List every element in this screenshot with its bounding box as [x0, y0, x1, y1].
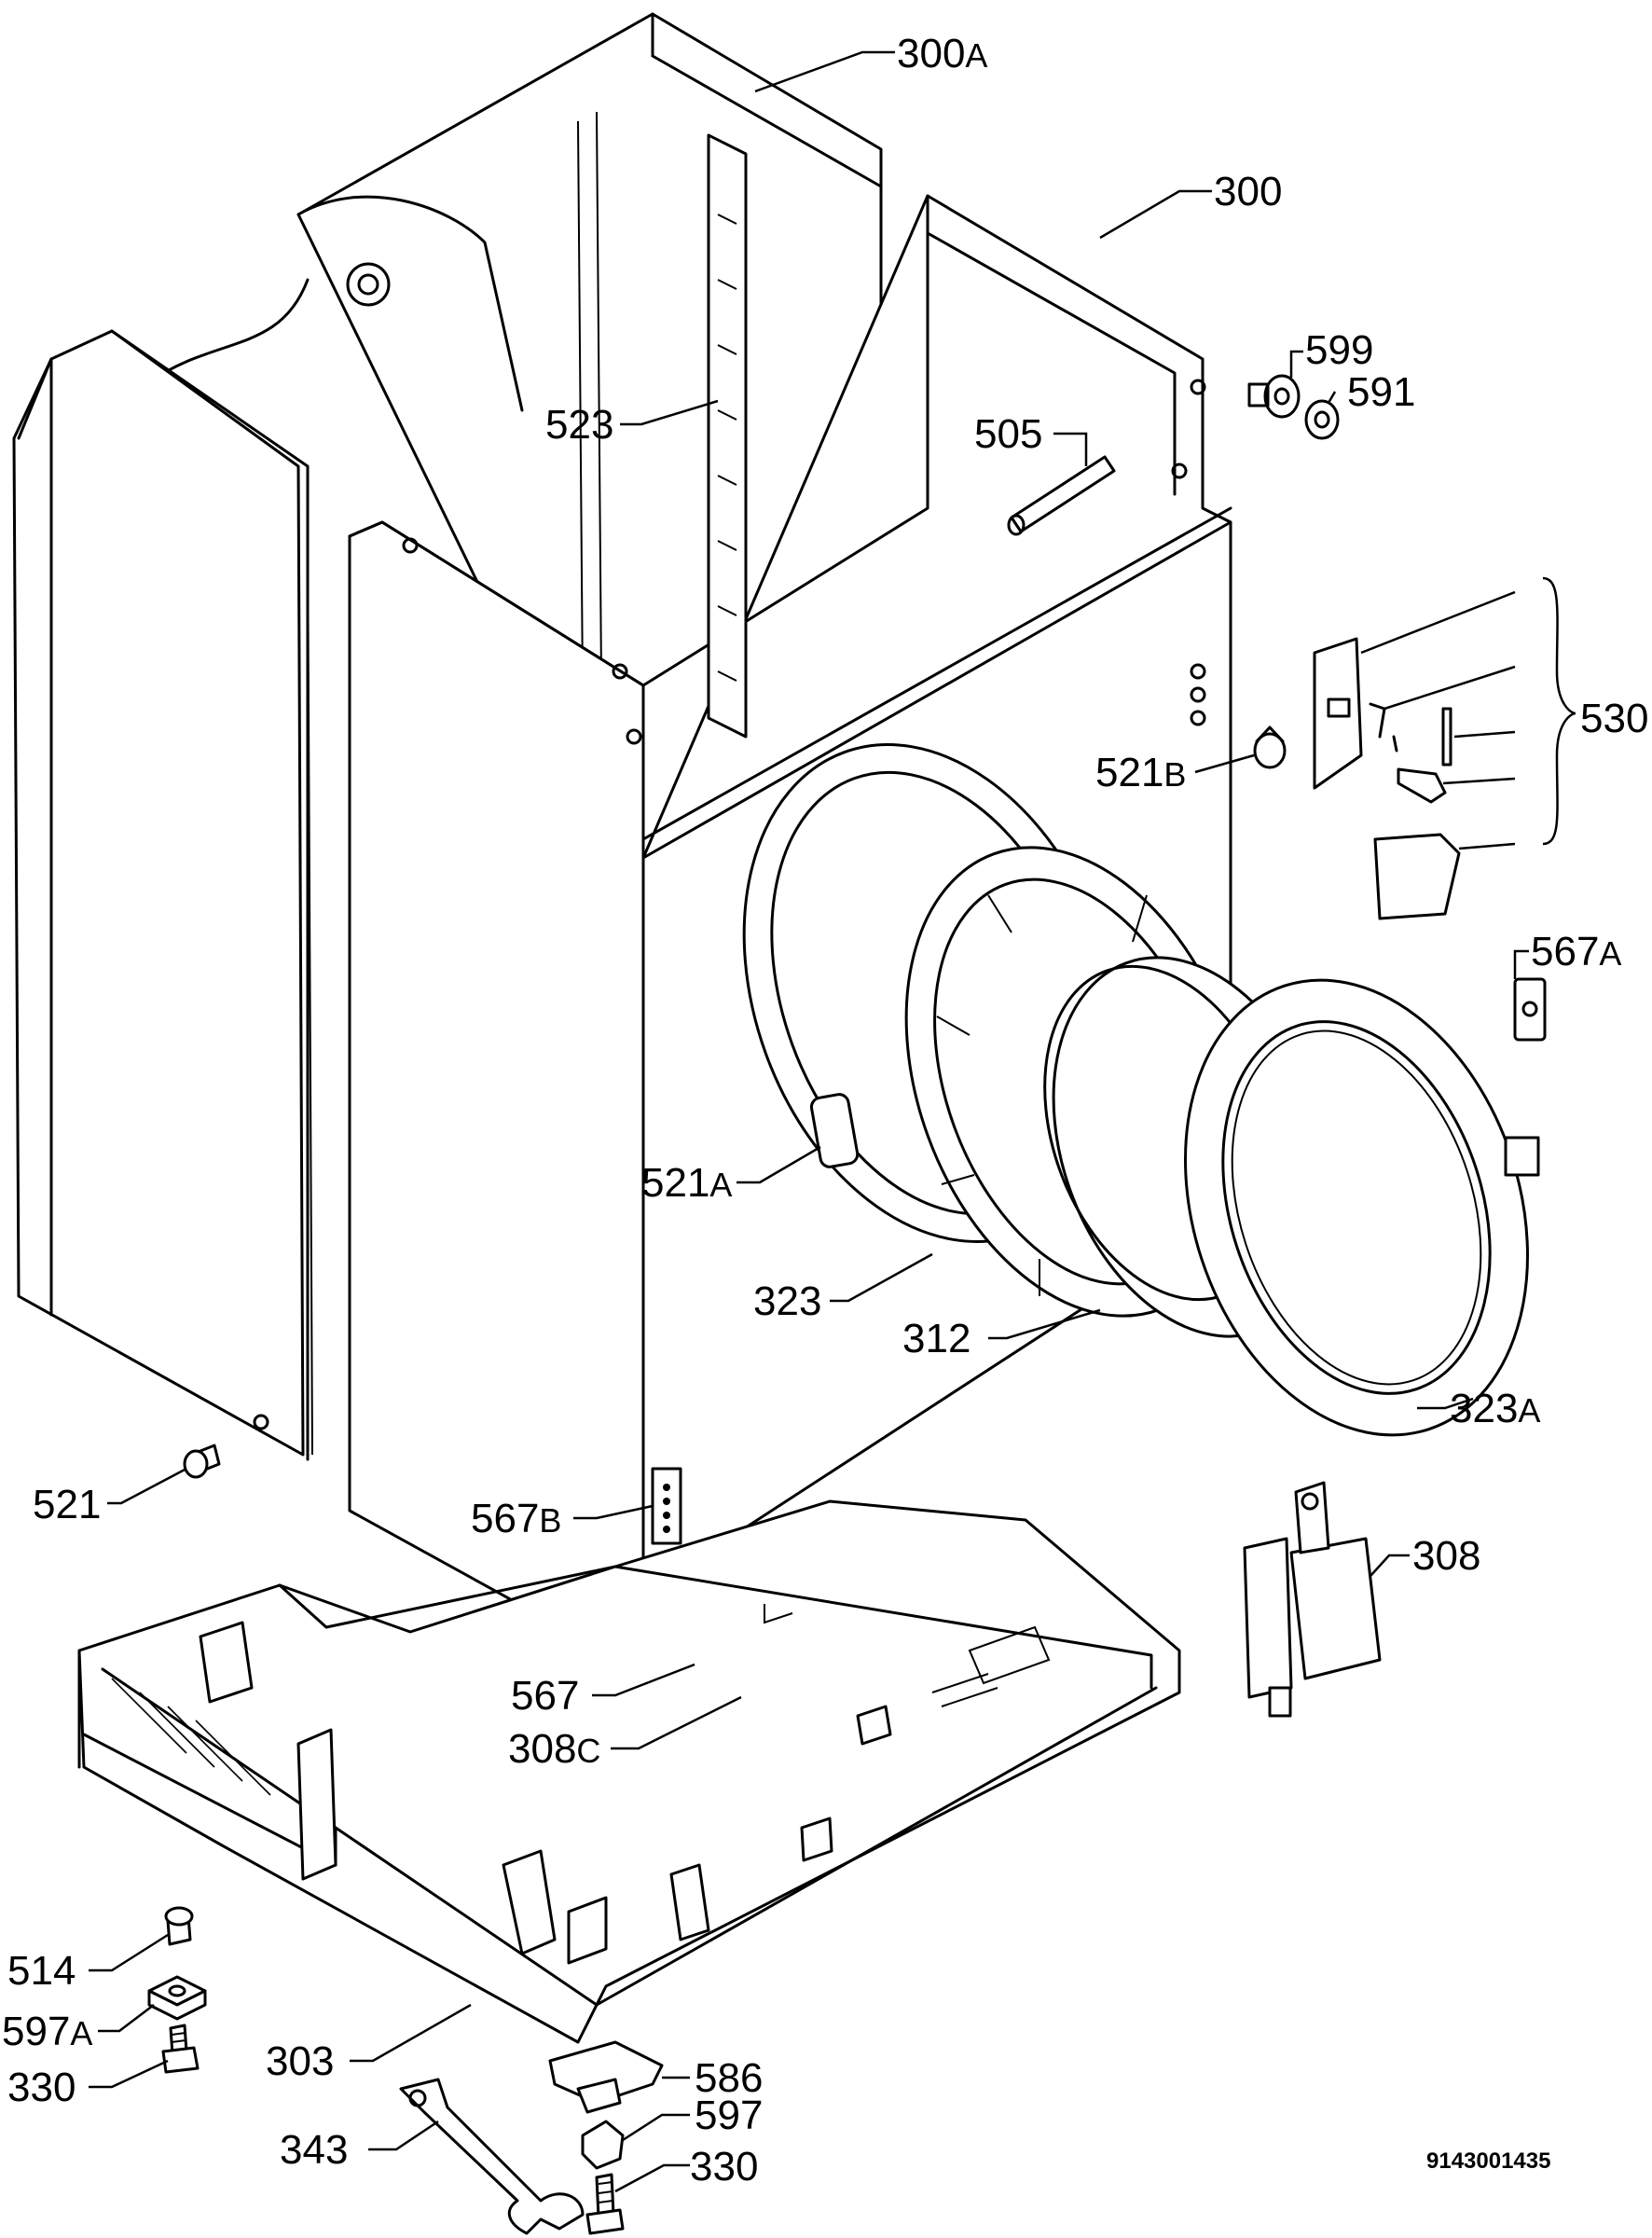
label-343: 343 [280, 2127, 348, 2173]
label-308: 308 [1412, 1533, 1480, 1579]
part-505-rod [1007, 455, 1116, 536]
label-514: 514 [7, 1948, 76, 1994]
part-597-nut [581, 2120, 625, 2170]
part-521b-button [1253, 725, 1287, 769]
leader-lines [89, 50, 1576, 2193]
part-591-washer [1304, 399, 1340, 440]
label-330-right: 330 [690, 2144, 758, 2190]
part-308-hinge [1243, 1481, 1382, 1718]
part-343-wrench [399, 2078, 585, 2235]
label-323: 323 [753, 1278, 821, 1324]
part-523-bracket [707, 133, 748, 739]
label-308c: 308C [508, 1726, 600, 1772]
side-panel-left [12, 329, 313, 1461]
label-521b: 521B [1095, 750, 1186, 795]
part-330-bolt-left [161, 2024, 200, 2074]
part-323a-door [1184, 978, 1540, 1437]
label-303: 303 [266, 2038, 334, 2084]
part-530-lock-assembly [1313, 637, 1461, 920]
label-330-left: 330 [7, 2065, 76, 2110]
part-labels: 300A 300 599 591 523 505 530 521B 567A 5… [2, 31, 1648, 2190]
label-521: 521 [33, 1482, 101, 1527]
label-597: 597 [695, 2093, 763, 2138]
label-599: 599 [1305, 327, 1373, 373]
part-330-bolt-right [585, 2173, 625, 2235]
part-599-knob [1247, 374, 1301, 419]
part-567a-pad [1513, 977, 1547, 1042]
label-586: 586 [695, 2055, 763, 2101]
label-530: 530 [1580, 696, 1648, 741]
part-567b-bracket [651, 1467, 682, 1545]
label-312: 312 [902, 1316, 971, 1361]
label-597a: 597A [2, 2009, 92, 2054]
part-521-screw [183, 1444, 221, 1479]
label-300: 300 [1214, 169, 1282, 214]
part-514-screw [164, 1906, 194, 1946]
label-523: 523 [545, 402, 613, 448]
part-597a-square-nut [147, 1975, 207, 2021]
label-300a: 300A [897, 31, 987, 76]
label-521a: 521A [641, 1160, 732, 1206]
document-number: 9143001435 [1426, 2148, 1550, 2174]
label-591: 591 [1347, 369, 1415, 415]
label-567: 567 [511, 1673, 579, 1719]
part-586-foot-plate [548, 2040, 664, 2114]
part-303-base-frame [77, 1499, 1181, 2044]
label-567a: 567A [1531, 929, 1621, 974]
label-505: 505 [974, 411, 1042, 457]
part-521a-pad [809, 1093, 860, 1168]
label-567b: 567B [471, 1496, 561, 1541]
label-323a: 323A [1450, 1386, 1540, 1431]
